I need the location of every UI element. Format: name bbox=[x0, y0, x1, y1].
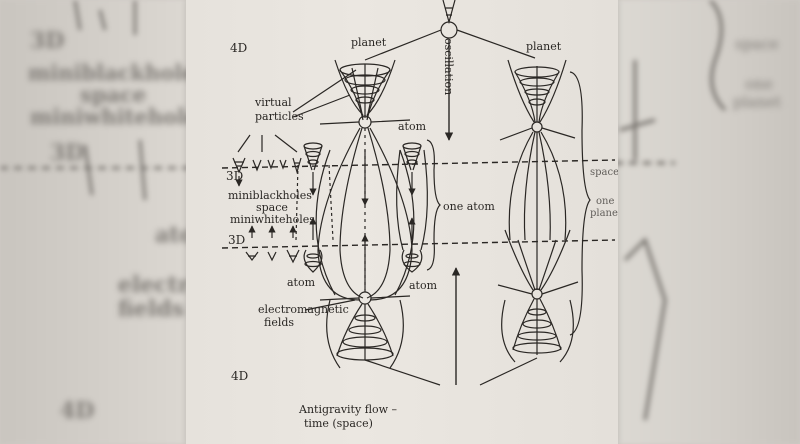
label-electromagnetic: electromagnetic bbox=[258, 303, 349, 316]
boundary-line-lower bbox=[221, 239, 616, 249]
label-3d-upper: 3D bbox=[226, 169, 243, 183]
virtual-particles bbox=[232, 157, 334, 264]
em-leader bbox=[304, 299, 356, 311]
label-virtual: virtual bbox=[254, 96, 292, 109]
one-atom-brace bbox=[426, 139, 441, 271]
right-page-blurred: space one planet bbox=[615, 0, 800, 444]
bg-right-space: space bbox=[735, 35, 779, 53]
bg-right-planet: planet bbox=[733, 93, 781, 111]
diagram-labels: 4D 4D 3D 3D planet planet oscillation vi… bbox=[226, 36, 618, 430]
left-planet-field-lines bbox=[315, 127, 415, 301]
label-3d-lower: 3D bbox=[228, 233, 245, 247]
virtual-particle-pointers bbox=[237, 134, 298, 153]
book-page: 4D 4D 3D 3D planet planet oscillation vi… bbox=[186, 0, 618, 444]
label-space-right: space bbox=[590, 167, 618, 178]
label-planet-left: planet bbox=[351, 36, 387, 49]
label-planet-right: planet bbox=[526, 40, 562, 53]
atom-upper-right bbox=[396, 142, 428, 273]
atom-upper-left bbox=[303, 142, 323, 273]
label-atom-bottom-right: atom bbox=[409, 279, 438, 292]
left-planet-upper bbox=[319, 59, 411, 129]
label-planet-brace: planet bbox=[590, 208, 618, 219]
label-time-space: time (space) bbox=[304, 417, 373, 430]
bg-left-space: space bbox=[80, 82, 147, 107]
bg-left-3d-top: 3D bbox=[30, 28, 65, 54]
label-atom-bottom-left: atom bbox=[287, 276, 316, 289]
bg-left-electro: electro bbox=[118, 272, 190, 298]
label-4d-bottom: 4D bbox=[231, 369, 248, 383]
top-branches bbox=[364, 29, 536, 61]
bg-right-sketch bbox=[615, 0, 727, 421]
label-4d-top: 4D bbox=[230, 41, 247, 55]
one-planet-brace bbox=[569, 71, 591, 336]
label-one: one bbox=[596, 196, 614, 207]
right-planet-lower bbox=[479, 229, 579, 386]
bg-left-atom: atom bbox=[155, 222, 190, 248]
label-miniblackholes: miniblackholes bbox=[228, 189, 312, 202]
bg-left-miniblackholes: miniblackholes bbox=[28, 60, 190, 85]
spacetime-diagram: 4D 4D 3D 3D planet planet oscillation vi… bbox=[221, 0, 618, 430]
boundary-line-upper bbox=[221, 159, 616, 169]
label-atom-top: atom bbox=[398, 120, 427, 133]
virtual-leaders bbox=[292, 69, 357, 118]
bg-left-3d: 3D bbox=[50, 140, 85, 166]
label-space-mid: space bbox=[256, 201, 288, 214]
top-oscillator-circle bbox=[440, 21, 458, 39]
bg-left-4d: 4D bbox=[60, 398, 95, 424]
bg-right-one: one bbox=[745, 75, 773, 93]
label-miniwhiteholes: miniwhiteholes bbox=[230, 213, 315, 226]
right-planet-upper bbox=[499, 59, 576, 241]
label-fields: fields bbox=[264, 316, 294, 329]
label-one-atom: one atom bbox=[443, 200, 495, 213]
bg-left-fields: fields bbox=[118, 296, 185, 322]
left-page-blurred: 3D miniblackholes space miniwhiteholes 3… bbox=[0, 0, 190, 444]
bg-left-sketch bbox=[0, 0, 190, 201]
diagram-lines bbox=[221, 0, 616, 386]
label-particles: particles bbox=[255, 110, 304, 123]
top-funnel bbox=[442, 0, 456, 25]
left-planet-lower bbox=[319, 291, 441, 386]
bg-left-miniwhiteholes: miniwhiteholes bbox=[30, 104, 190, 129]
label-antigravity: Antigravity flow – bbox=[298, 403, 398, 416]
label-oscillation: oscillation bbox=[442, 38, 455, 95]
